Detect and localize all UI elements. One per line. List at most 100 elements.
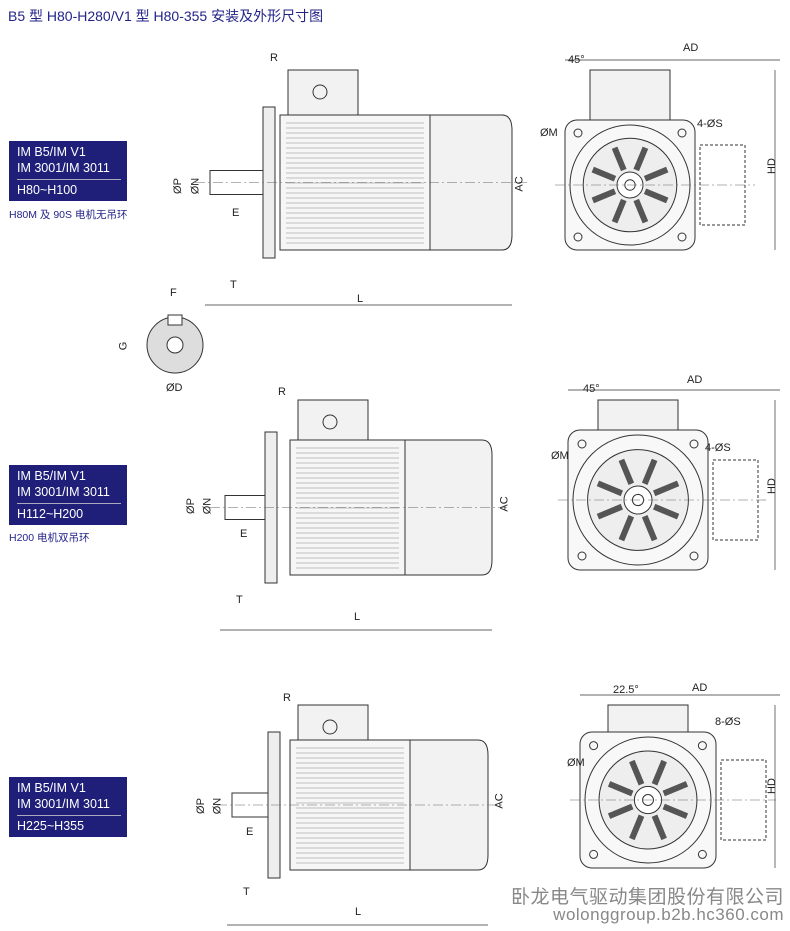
dim-angle: 45° xyxy=(568,54,585,66)
dim-holes: 8-ØS xyxy=(715,716,741,728)
bolt-hole xyxy=(577,439,587,449)
dim-ad: AD xyxy=(683,42,699,54)
vent-slot xyxy=(607,803,634,819)
dim-angle: 22.5° xyxy=(613,684,639,696)
watermark-site: wolonggroup.b2b.hc360.com xyxy=(553,905,784,924)
keyway xyxy=(167,314,183,326)
terminal-box-front xyxy=(589,69,671,121)
dim-t: T xyxy=(243,886,250,898)
watermark-company: 卧龙电气驱动集团股份有限公司 xyxy=(510,887,784,908)
vent-slot xyxy=(596,480,623,497)
dim-l: L xyxy=(354,611,361,623)
terminal-box xyxy=(287,69,359,116)
bolt-hole xyxy=(677,128,687,138)
badge-range: H225~H355 xyxy=(17,819,85,833)
terminal-box-front xyxy=(597,399,679,431)
terminal-box xyxy=(297,399,369,441)
dim-f: F xyxy=(170,287,177,299)
bolt-hole xyxy=(677,232,687,242)
vent-slot xyxy=(641,515,658,542)
bolt-hole xyxy=(689,551,699,561)
dim-ad: AD xyxy=(687,374,703,386)
badge-line: IM 3001/IM 3011 xyxy=(17,485,110,499)
dim-ad: AD xyxy=(692,682,708,694)
cable-entry xyxy=(312,84,328,100)
vent-slot xyxy=(633,146,649,172)
vent-slot xyxy=(591,166,617,182)
vent-slot xyxy=(618,515,635,542)
vent-slot xyxy=(651,814,667,841)
vent-slot xyxy=(653,480,680,497)
cable-entry xyxy=(322,719,338,735)
badge-range: H80~H100 xyxy=(17,183,78,197)
bolt-hole xyxy=(573,232,583,242)
dim-ac: AC xyxy=(513,176,526,192)
bolt-hole xyxy=(589,849,599,859)
shaft-hole xyxy=(166,336,184,354)
dim-d: ØD xyxy=(166,382,183,394)
dim-r: R xyxy=(278,386,286,398)
cable-entry xyxy=(322,414,338,430)
badge-line: IM B5/IM V1 xyxy=(17,469,86,483)
vent-slot xyxy=(611,146,627,172)
mount-badge-1: IM B5/IM V1 IM 3001/IM 3011 H80~H100 xyxy=(9,141,127,201)
section-note-2: H200 电机双吊环 xyxy=(9,532,90,544)
dim-t: T xyxy=(230,279,237,291)
page-title: B5 型 H80-H280/V1 型 H80-355 安装及外形尺寸图 xyxy=(8,8,324,24)
bolt-hole xyxy=(589,741,599,751)
dim-p: ØP xyxy=(184,498,197,514)
mount-badge-2: IM B5/IM V1 IM 3001/IM 3011 H112~H200 xyxy=(9,465,127,525)
vent-slot xyxy=(643,166,669,182)
vent-slot xyxy=(633,198,649,224)
badge-line: IM B5/IM V1 xyxy=(17,145,86,159)
dim-t: T xyxy=(236,594,243,606)
section-note-1: H80M 及 90S 电机无吊环 xyxy=(9,209,128,221)
vent-slot xyxy=(653,503,680,520)
dim-e: E xyxy=(232,207,240,219)
vent-slot xyxy=(662,781,689,797)
bolt-hole xyxy=(573,128,583,138)
vent-slot xyxy=(607,781,634,797)
badge-range: H112~H200 xyxy=(17,507,84,521)
dim-hd: HD xyxy=(765,158,778,174)
vent-slot xyxy=(629,759,645,786)
vent-slot xyxy=(651,759,667,786)
dim-m: ØM xyxy=(567,757,585,769)
badge-line: IM B5/IM V1 xyxy=(17,781,86,795)
bolt-hole xyxy=(697,741,707,751)
bolt-hole xyxy=(689,439,699,449)
dim-ac: AC xyxy=(498,496,511,512)
vent-slot xyxy=(643,188,669,204)
vent-slot xyxy=(662,803,689,819)
vent-slot xyxy=(596,503,623,520)
vent-slot xyxy=(618,458,635,485)
dim-e: E xyxy=(246,826,254,838)
badge-line: IM 3001/IM 3011 xyxy=(17,797,110,811)
dim-p: ØP xyxy=(171,178,184,194)
dim-n: ØN xyxy=(189,177,202,195)
vent-slot xyxy=(641,458,658,485)
bolt-hole xyxy=(697,849,707,859)
dim-holes: 4-ØS xyxy=(697,118,723,130)
terminal-box-front xyxy=(607,704,689,733)
dim-ac: AC xyxy=(493,793,506,809)
fan-cover xyxy=(409,739,489,871)
mount-badge-3: IM B5/IM V1 IM 3001/IM 3011 H225~H355 xyxy=(9,777,127,837)
dim-n: ØN xyxy=(201,497,214,515)
bolt-hole xyxy=(577,551,587,561)
dim-hd: HD xyxy=(765,778,778,794)
dim-e: E xyxy=(240,528,248,540)
badge-line: IM 3001/IM 3011 xyxy=(17,161,110,175)
dim-m: ØM xyxy=(551,450,569,462)
dim-angle: 45° xyxy=(583,383,600,395)
terminal-box xyxy=(297,704,369,741)
dim-r: R xyxy=(283,692,291,704)
dim-hd: HD xyxy=(765,478,778,494)
dim-g: G xyxy=(117,341,130,351)
dim-holes: 4-ØS xyxy=(705,442,731,454)
dim-m: ØM xyxy=(540,127,558,139)
vent-slot xyxy=(611,198,627,224)
vent-slot xyxy=(591,188,617,204)
